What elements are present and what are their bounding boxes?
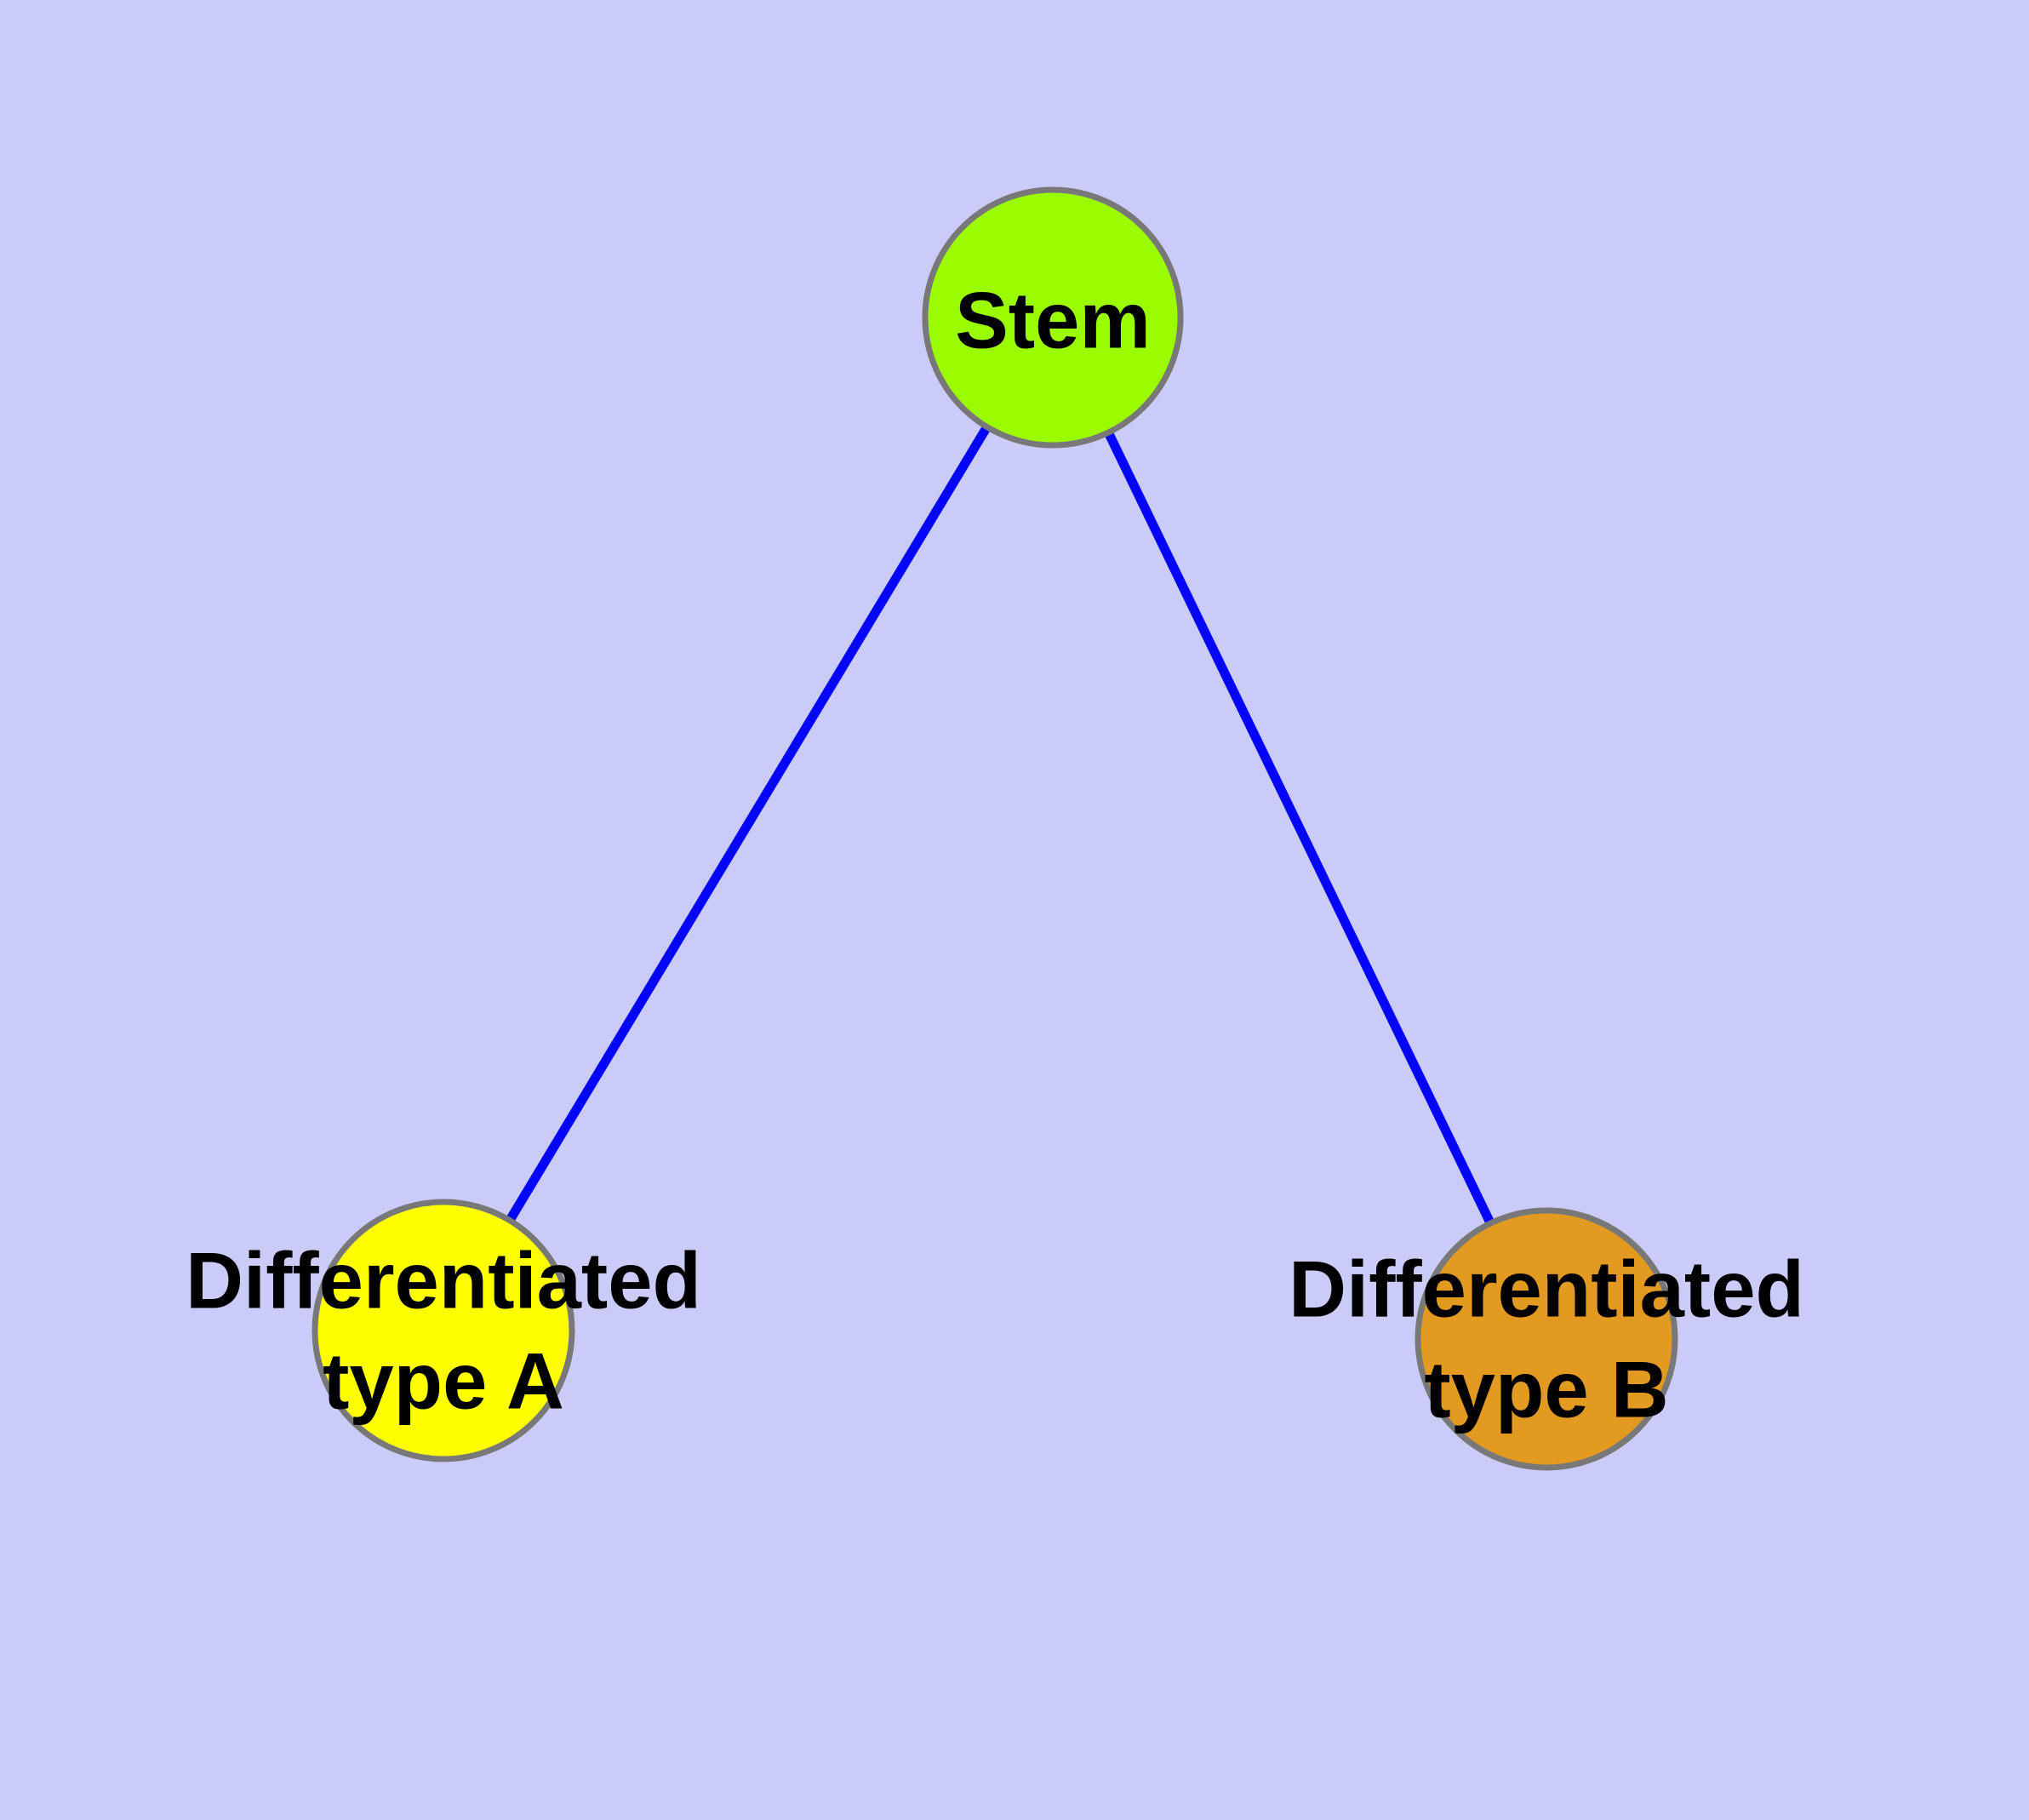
edge-stem-to-type-a [439, 315, 1057, 1333]
node-type-a-label-line2: type A [323, 1336, 564, 1426]
node-type-b-label-line1: Differentiated [1289, 1245, 1804, 1334]
node-type-a-label-line1: Differentiated [186, 1236, 701, 1325]
node-type-a-circle [311, 1199, 575, 1462]
node-type-a: Differentiated type A [186, 1199, 701, 1462]
node-type-b-label-line2: type B [1424, 1345, 1668, 1434]
node-stem-label: Stem [955, 276, 1151, 365]
node-type-b-circle [1415, 1207, 1678, 1471]
edge-stem-to-type-b [1049, 315, 1551, 1342]
node-stem: Stem [922, 186, 1184, 449]
node-type-b: Differentiated type B [1289, 1207, 1804, 1471]
node-stem-circle [922, 186, 1184, 449]
